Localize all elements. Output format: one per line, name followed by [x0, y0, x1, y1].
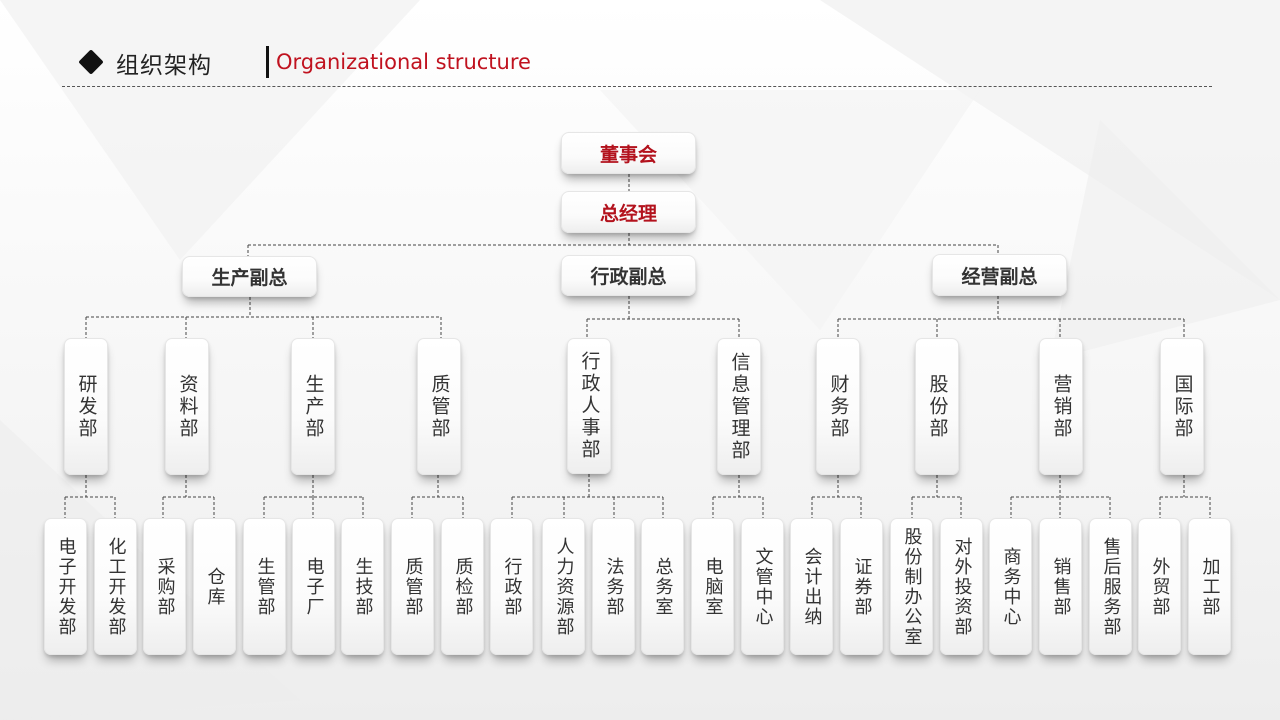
- dept-shares: 股份部: [915, 338, 959, 475]
- dept-finance: 财务部: [816, 338, 860, 475]
- dept-hr: 行政人事部: [567, 338, 611, 474]
- unit-quality-inspection: 质检部: [441, 518, 484, 655]
- page-subtitle: Organizational structure: [276, 50, 531, 74]
- unit-after-sales: 售后服务部: [1089, 518, 1132, 655]
- page-title: 组织架构: [116, 53, 212, 79]
- dept-marketing: 营销部: [1039, 338, 1083, 475]
- vp-production-node: 生产副总: [182, 256, 317, 297]
- dept-production: 生产部: [291, 338, 335, 475]
- title-divider: [266, 46, 269, 78]
- unit-warehouse: 仓库: [193, 518, 236, 655]
- dept-quality: 质管部: [417, 338, 461, 475]
- unit-processing: 加工部: [1188, 518, 1231, 655]
- unit-human-resources: 人力资源部: [542, 518, 585, 655]
- unit-sales: 销售部: [1039, 518, 1082, 655]
- unit-accounting: 会计出纳: [790, 518, 833, 655]
- unit-production-mgmt: 生管部: [243, 518, 286, 655]
- board-node: 董事会: [561, 132, 696, 174]
- dept-info: 信息管理部: [717, 338, 761, 475]
- dept-rd: 研发部: [64, 338, 108, 475]
- unit-chemical-dev: 化工开发部: [94, 518, 137, 655]
- unit-quality-mgmt: 质管部: [391, 518, 434, 655]
- unit-purchasing: 采购部: [143, 518, 186, 655]
- unit-foreign-trade: 外贸部: [1138, 518, 1181, 655]
- unit-general-affairs: 总务室: [641, 518, 684, 655]
- general-manager-node: 总经理: [561, 191, 696, 233]
- unit-foreign-investment: 对外投资部: [940, 518, 983, 655]
- vp-admin-node: 行政副总: [561, 255, 696, 296]
- unit-electronics-factory: 电子厂: [292, 518, 335, 655]
- unit-computer-room: 电脑室: [691, 518, 734, 655]
- unit-legal: 法务部: [592, 518, 635, 655]
- dept-international: 国际部: [1160, 338, 1204, 475]
- unit-business-center: 商务中心: [989, 518, 1032, 655]
- vp-operations-node: 经营副总: [932, 254, 1067, 296]
- dept-materials: 资料部: [165, 338, 209, 475]
- unit-administration: 行政部: [490, 518, 533, 655]
- unit-shareholding-office: 股份制办公室: [890, 518, 933, 655]
- header-rule: [62, 86, 1212, 87]
- unit-securities: 证券部: [840, 518, 883, 655]
- unit-electronics-dev: 电子开发部: [44, 518, 87, 655]
- unit-production-tech: 生技部: [341, 518, 384, 655]
- unit-document-center: 文管中心: [741, 518, 784, 655]
